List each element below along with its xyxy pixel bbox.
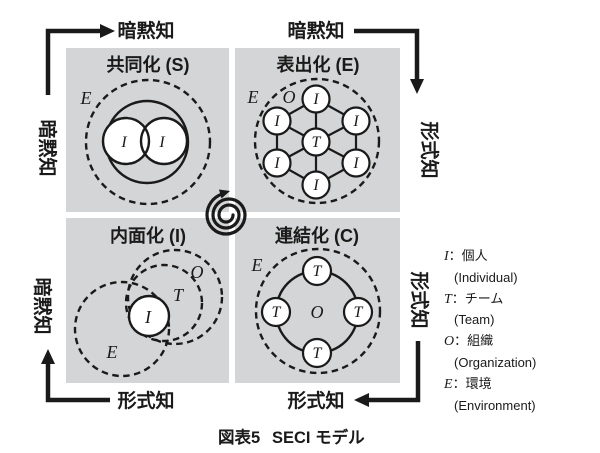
quadrant-externalization: 表出化 (E) E O I I I I I I T <box>247 54 381 205</box>
arrow-top-to-right-line <box>354 28 420 80</box>
quadrant-title-combination: 連結化 (C) <box>275 225 359 246</box>
spiral-arrow-head-icon <box>219 189 230 199</box>
arrow-top-to-right-head-icon <box>410 79 424 94</box>
legend-symbol: E <box>444 376 453 392</box>
legend-jp-label: ：チーム <box>451 290 504 306</box>
quadrant-internalization: 内面化 (I) O T E I <box>73 225 224 378</box>
team-node-label: T <box>313 263 323 280</box>
individual-node-circle <box>101 116 151 166</box>
arrow-bottom-to-left-line <box>45 364 110 403</box>
arrow-right-to-bottom-line <box>368 341 421 403</box>
label-tacit-top-right: 暗黙知 <box>287 19 344 42</box>
team-node-circle <box>260 296 292 328</box>
team-node-circle <box>301 255 333 287</box>
individual-node-label: I <box>144 307 152 327</box>
team-hub-circle <box>301 127 331 157</box>
label-explicit-bottom-right: 形式知 <box>287 389 344 412</box>
label-explicit-right-bottom: 形式知 <box>408 271 431 328</box>
environment-label: E <box>80 88 92 108</box>
team-dashed-circle <box>124 263 204 343</box>
organization-hub-label: O <box>311 302 324 322</box>
flow-arrows <box>41 24 424 407</box>
team-node-circle <box>301 337 333 369</box>
organization-label: O <box>283 87 296 107</box>
individual-node-label: I <box>273 155 280 172</box>
label-explicit-right-top: 形式知 <box>418 121 441 178</box>
individual-node-circle <box>262 106 292 136</box>
legend-symbol: I <box>444 249 449 264</box>
individual-node-label: I <box>158 134 165 151</box>
legend-item-environment: E：環境 (Environment) <box>444 374 596 417</box>
environment-dashed-circle <box>73 280 171 378</box>
individual-node-circle <box>301 84 331 114</box>
spiral-cycle-icon <box>205 189 247 236</box>
individual-node-label: I <box>120 134 127 151</box>
individual-node-label: I <box>312 91 319 108</box>
legend-en-label: (Individual) <box>454 269 518 285</box>
environment-dashed-circle <box>254 247 382 375</box>
individual-node-fill <box>141 118 187 164</box>
individual-node-label: I <box>352 155 359 172</box>
individual-node-circle <box>341 106 371 136</box>
caption-number: 図表5 <box>218 427 260 447</box>
organization-dashed-circle <box>126 248 224 346</box>
environment-label: E <box>106 342 118 362</box>
individual-node-circle <box>341 148 371 178</box>
legend-en-label: (Organization) <box>454 354 537 370</box>
individual-node-fill <box>103 118 149 164</box>
team-node-label: T <box>313 345 323 362</box>
label-tacit-left-top: 暗黙知 <box>36 119 59 176</box>
legend-jp-label: ：環境 <box>452 375 492 391</box>
individual-node-circle <box>301 170 331 200</box>
quadrant-title-externalization: 表出化 (E) <box>277 54 360 75</box>
individual-node-circle <box>127 294 171 338</box>
label-tacit-top-left: 暗黙知 <box>117 19 174 42</box>
individual-node-label: I <box>312 177 319 194</box>
legend-symbol: T <box>444 291 452 307</box>
legend-jp-label: ：個人 <box>448 248 488 263</box>
legend-item-team: T：チーム (Team) <box>444 289 596 332</box>
individual-node-label: I <box>273 113 280 130</box>
team-label: T <box>173 285 185 305</box>
legend: I：個人 (Individual) T：チーム (Team) O：組織 (Org… <box>444 246 596 416</box>
legend-en-label: (Environment) <box>454 397 536 413</box>
quadrant-combination: 連結化 (C) E T T T T O <box>251 225 382 375</box>
team-hub-label: T <box>312 134 322 151</box>
label-tacit-left-bottom: 暗黙知 <box>31 277 54 334</box>
individual-node-circle <box>262 148 292 178</box>
environment-label: E <box>251 255 263 275</box>
environment-label: E <box>247 87 259 107</box>
legend-item-organization: O：組織 (Organization) <box>444 331 596 374</box>
team-node-label: T <box>272 304 282 321</box>
legend-item-individual: I：個人 (Individual) <box>444 246 596 289</box>
caption: 図表5 SECI モデル <box>218 427 365 447</box>
quadrant-socialization: 共同化 (S) E I I <box>80 54 212 206</box>
legend-jp-label: ：組織 <box>454 333 494 349</box>
team-node-circle <box>342 296 374 328</box>
label-explicit-bottom-left: 形式知 <box>117 389 174 412</box>
individual-node-label: I <box>352 113 359 130</box>
legend-symbol: O <box>444 334 455 350</box>
arrow-left-to-top-head-icon <box>100 24 115 38</box>
organization-label: O <box>191 262 204 282</box>
environment-dashed-circle <box>253 77 381 205</box>
quadrant-title-socialization: 共同化 (S) <box>107 54 190 75</box>
arrow-right-to-bottom-head-icon <box>354 393 369 407</box>
individual-node-circle <box>139 116 189 166</box>
quadrant-title-internalization: 内面化 (I) <box>110 225 186 246</box>
arrow-bottom-to-left-head-icon <box>41 349 55 364</box>
arrow-left-to-top-line <box>45 28 101 95</box>
caption-title: SECI モデル <box>272 427 365 447</box>
environment-dashed-circle <box>84 78 212 206</box>
axis-labels: 暗黙知 暗黙知 暗黙知 暗黙知 形式知 形式知 形式知 形式知 <box>31 19 441 412</box>
spiral-path <box>205 192 247 236</box>
team-node-label: T <box>354 304 364 321</box>
legend-en-label: (Team) <box>454 312 495 328</box>
